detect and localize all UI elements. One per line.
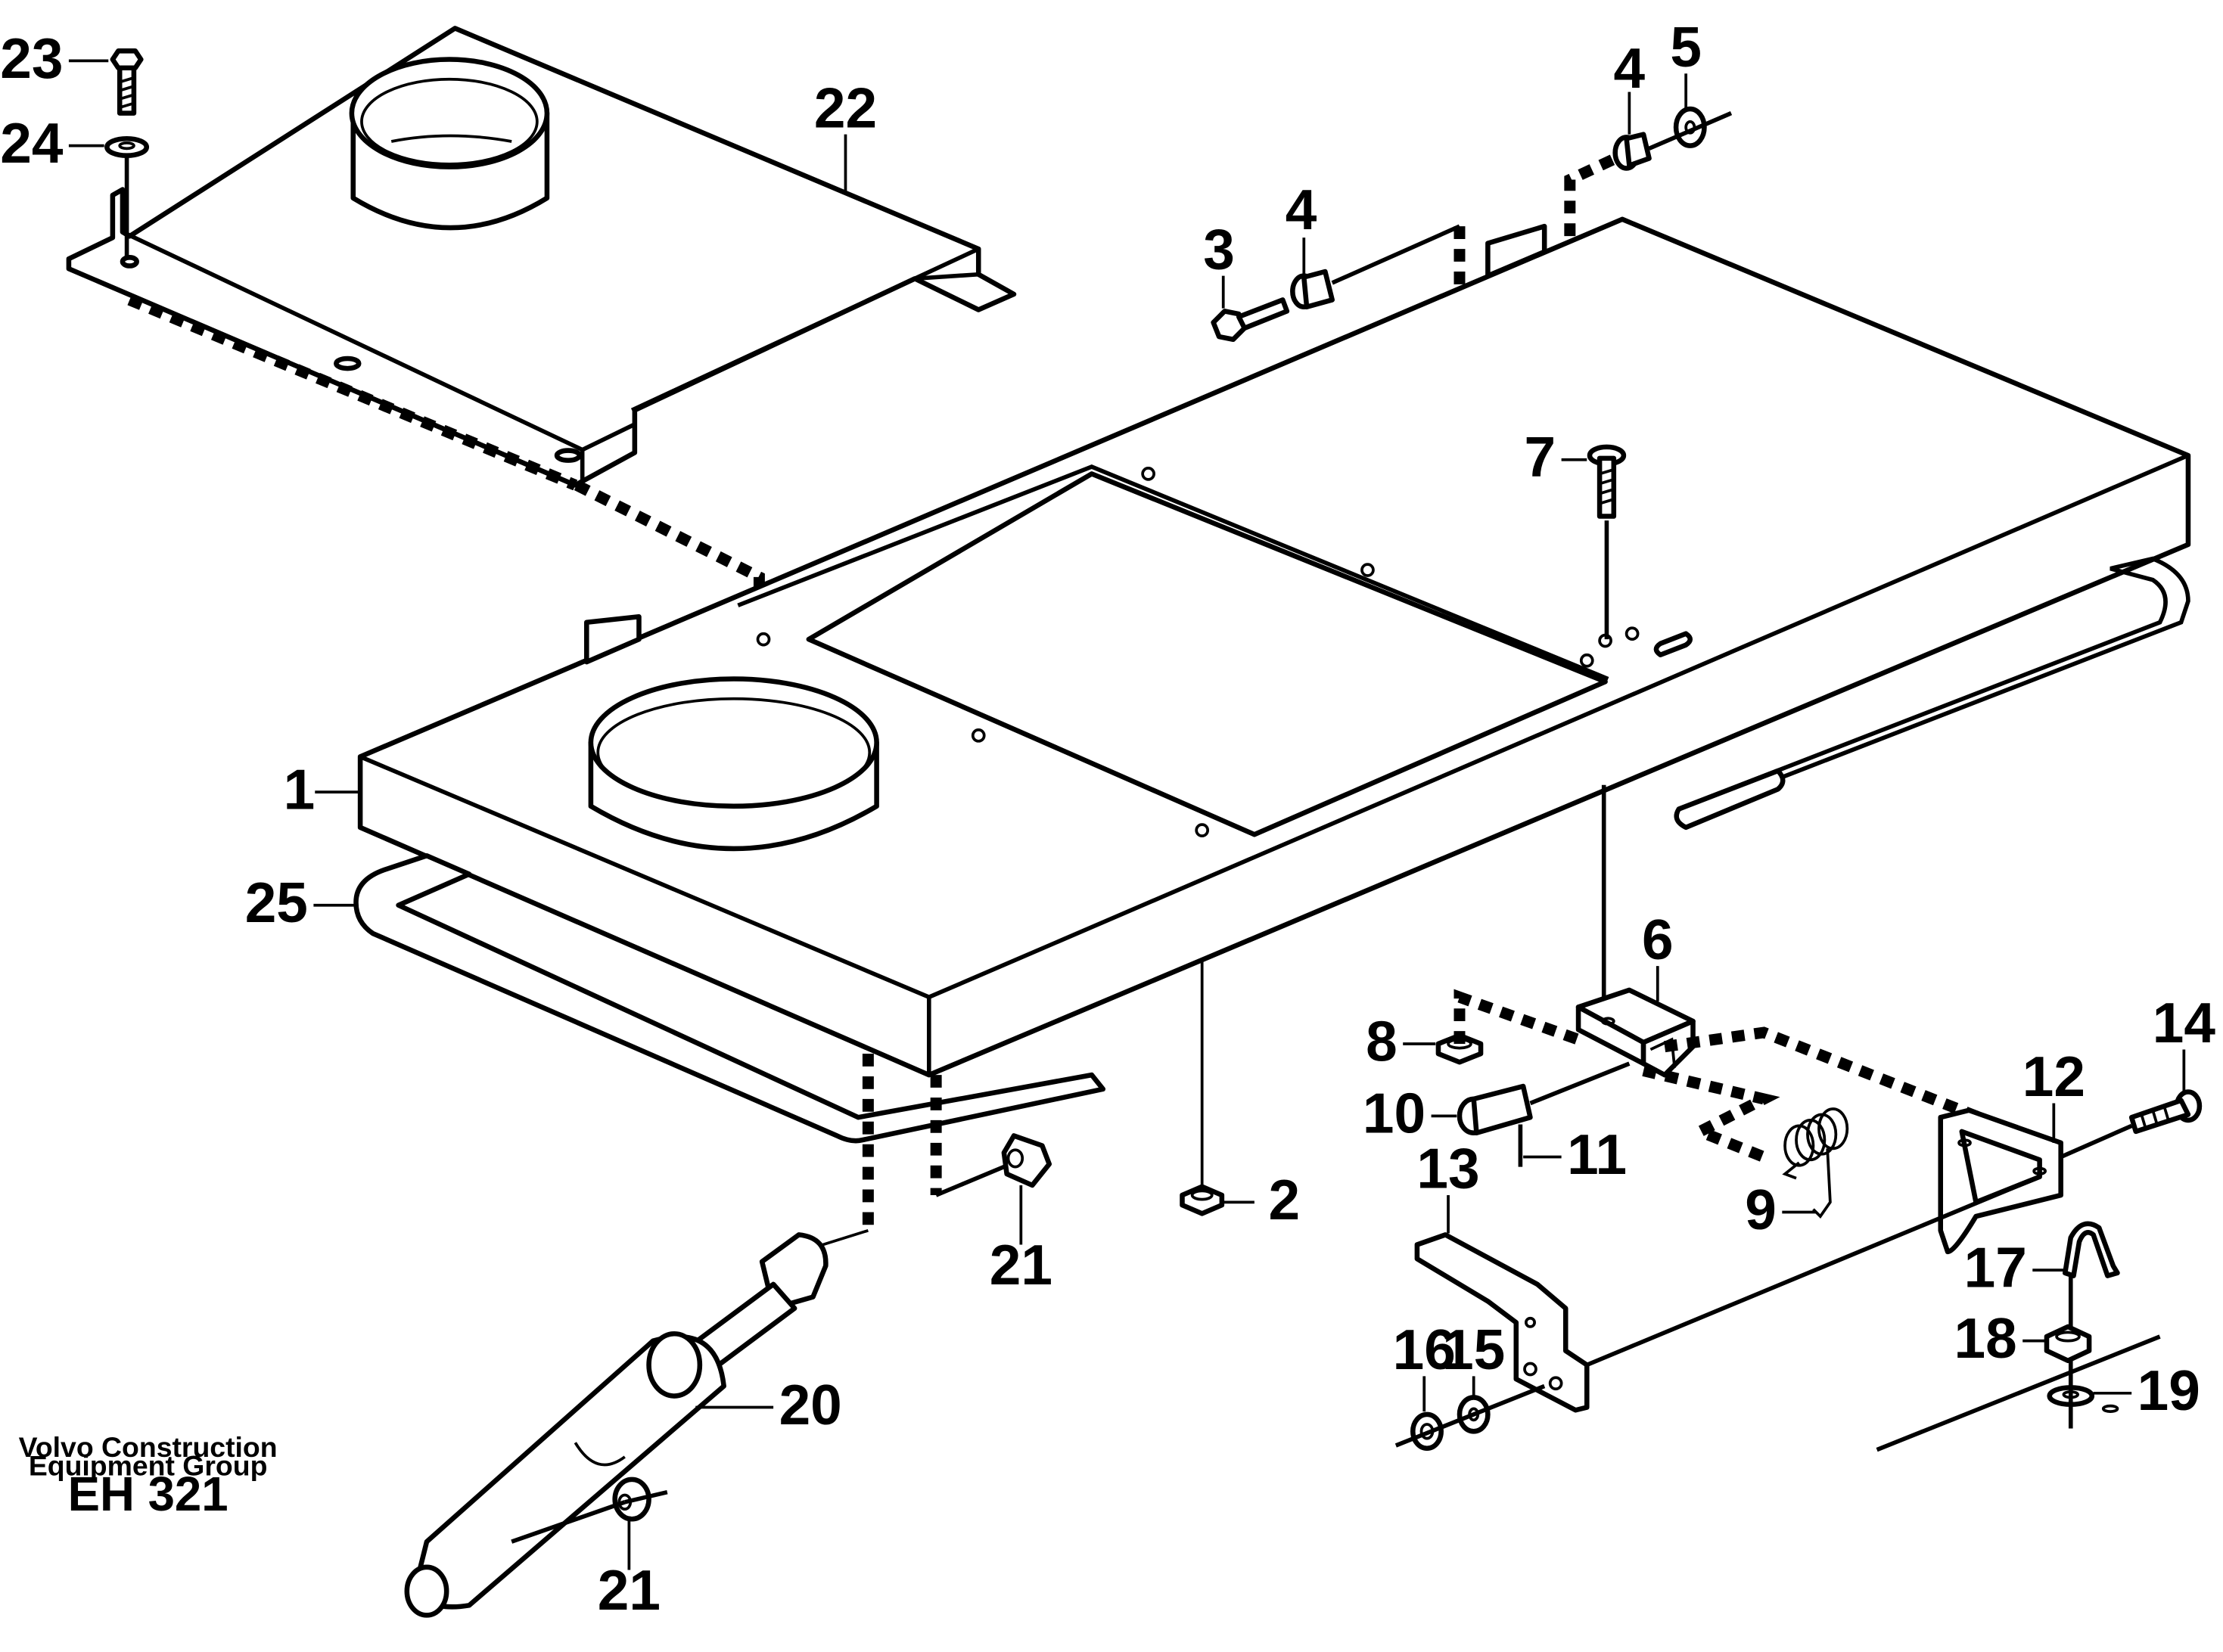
leader-21-upper: [935, 1160, 1015, 1197]
cover-plate-guide-dash: [127, 294, 578, 491]
screw-part-3: [1211, 297, 1290, 343]
roof-hood-part-1: [357, 216, 2191, 1078]
callout-2: 2: [1269, 1168, 1301, 1231]
callout-9: 9: [1745, 1178, 1777, 1241]
washer-part-5: [1673, 106, 1707, 148]
callout-14: 14: [2153, 991, 2216, 1054]
callout-15: 15: [1442, 1318, 1505, 1381]
callout-17: 17: [1964, 1236, 2027, 1300]
bracket-part-13: [1414, 1232, 1590, 1413]
mount-hole: [2101, 1404, 2119, 1413]
callout-22: 22: [814, 76, 877, 139]
nut-part-21-upper: [1001, 1133, 1052, 1188]
callout-4-lower: 4: [1286, 178, 1317, 241]
leader-10: [1529, 1061, 1631, 1106]
callout-20: 20: [779, 1373, 842, 1436]
credit-line-2: Equipment Group: [29, 1449, 268, 1481]
nut-part-21-lower: [612, 1477, 651, 1522]
callout-1: 1: [284, 758, 316, 821]
callout-24: 24: [0, 111, 64, 175]
callout-18: 18: [1954, 1306, 2017, 1370]
latch-bracket-part-6: [1575, 987, 1696, 1078]
callout-19: 19: [2138, 1359, 2200, 1422]
callout-16: 16: [1393, 1318, 1456, 1381]
callout-23: 23: [0, 26, 63, 90]
callout-25: 25: [245, 871, 308, 934]
dash-4-5: [1564, 154, 1615, 241]
dash-6-9: [1642, 1065, 1780, 1166]
bracket-part-12: [1938, 1107, 2063, 1255]
leader-21-lower-b: [624, 1489, 668, 1504]
credit-line-1: Volvo Construction: [19, 1431, 278, 1463]
leader-13-12: [1586, 1175, 2041, 1368]
cover-plate-part-22: [66, 26, 1017, 488]
callout-21-lower: 21: [598, 1558, 661, 1622]
callout-8: 8: [1366, 1009, 1398, 1073]
dash-6-12: [1664, 1026, 2000, 1130]
spring-part-9: [1782, 1107, 1849, 1219]
leader-3-4: [1331, 224, 1461, 285]
callout-21-upper: 21: [990, 1233, 1052, 1296]
nut-part-16: [1410, 1411, 1444, 1452]
pin-part-10: [1457, 1083, 1533, 1136]
callout-4-upper: 4: [1614, 36, 1646, 100]
nut-part-2: [1180, 1184, 1225, 1216]
spacer-part-4-lower: [1290, 269, 1335, 310]
drawing-code: EH 321: [68, 1467, 229, 1521]
callout-7: 7: [1525, 425, 1556, 489]
callout-10: 10: [1363, 1082, 1426, 1145]
callout-5: 5: [1670, 15, 1702, 79]
leader-14: [2060, 1123, 2133, 1160]
screw-part-7: [1587, 444, 1627, 519]
bolt-part-23: [110, 48, 144, 116]
gas-strut-part-20: [404, 1228, 869, 1618]
leader-4-5: [1648, 111, 1733, 151]
leader-21-lower-a: [511, 1500, 626, 1544]
spacer-part-4-upper: [1612, 132, 1652, 171]
cover-to-hood-dash: [574, 480, 765, 637]
callout-13: 13: [1416, 1137, 1479, 1200]
bolt-part-14: [2128, 1089, 2203, 1135]
washer-part-24: [104, 135, 150, 158]
dash-8: [1454, 989, 1581, 1045]
callout-6: 6: [1642, 908, 1674, 971]
callout-11: 11: [1567, 1123, 1627, 1186]
seal-strip-part-25: [353, 556, 2190, 1144]
floor-edge-line: [1876, 1334, 2161, 1452]
callout-3: 3: [1203, 217, 1235, 281]
leader-15-16: [1394, 1383, 1546, 1448]
nut-part-18: [2044, 1324, 2092, 1364]
callout-12: 12: [2022, 1045, 2085, 1108]
u-bolt-part-17: [2063, 1221, 2120, 1278]
